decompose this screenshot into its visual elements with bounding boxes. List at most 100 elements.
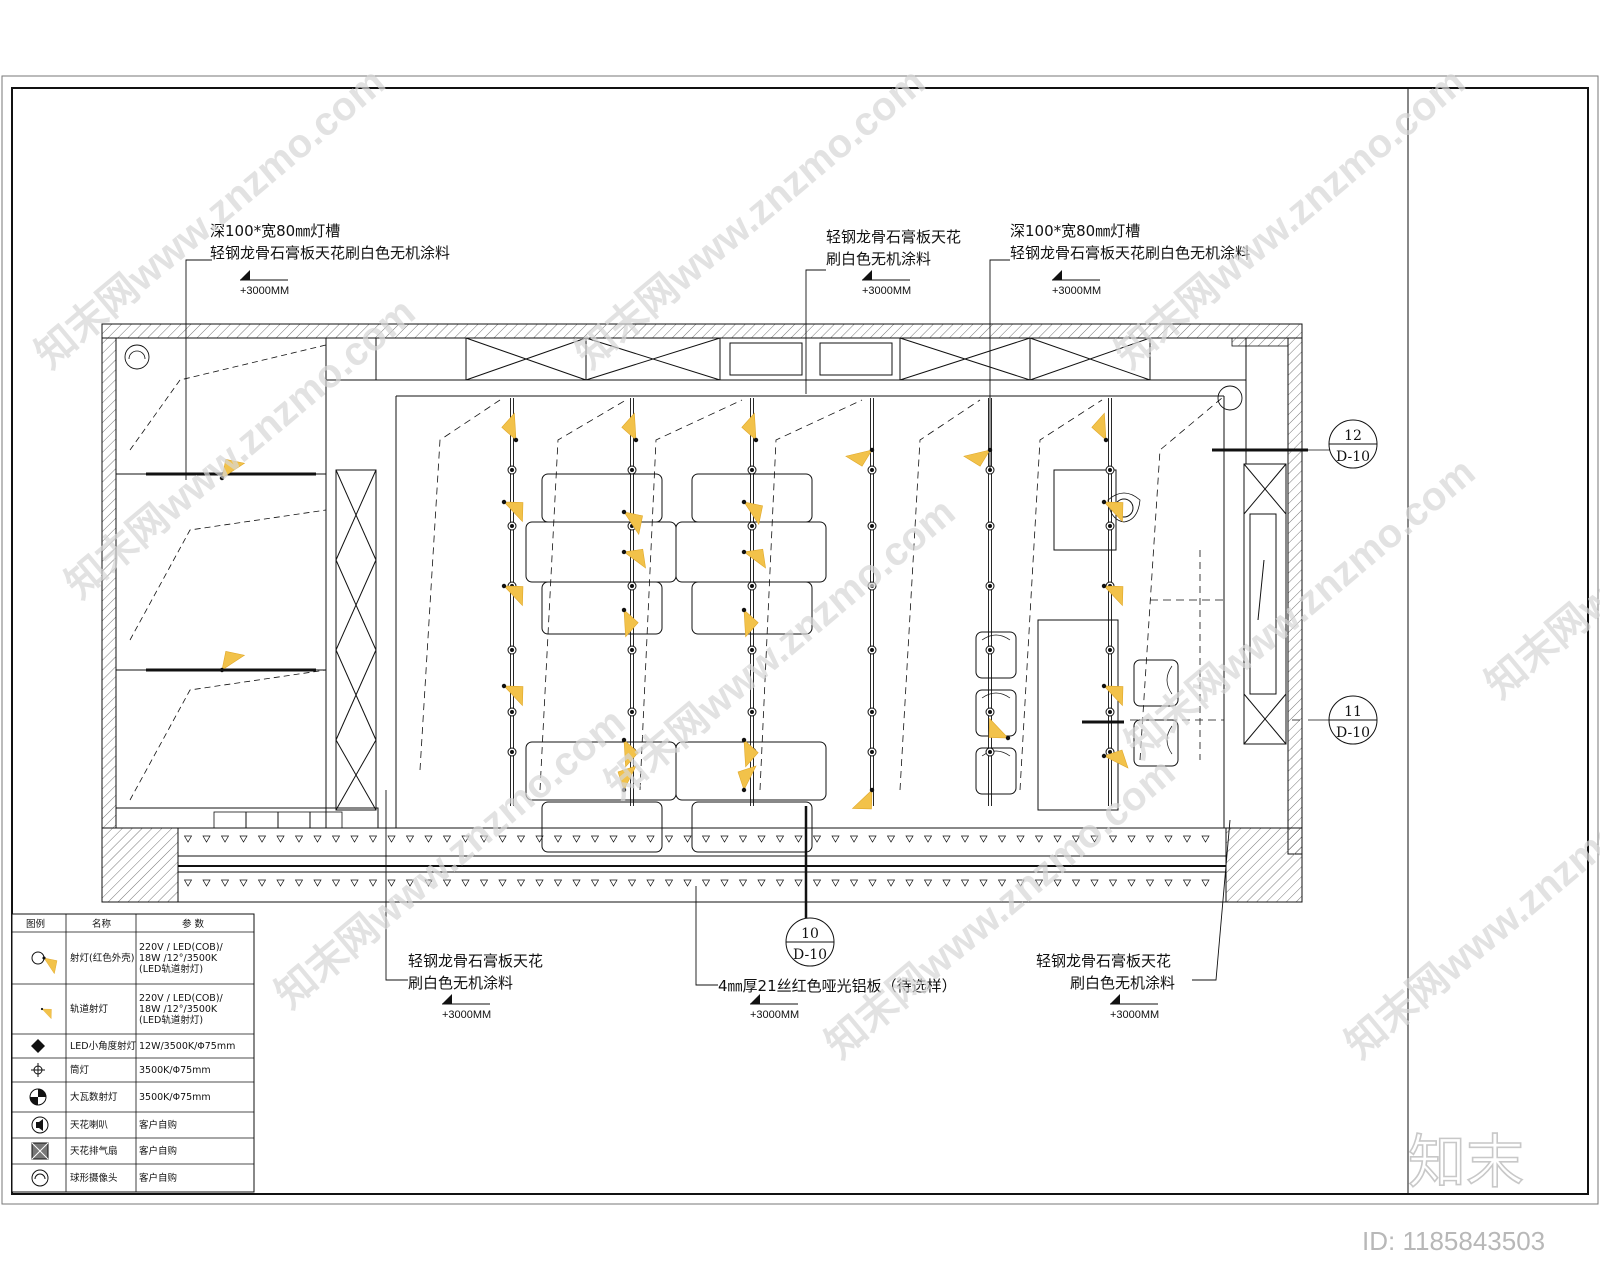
callout-top-right-line2: 轻钢龙骨石膏板天花刷白色无机涂料 [1010,244,1250,262]
rail-node [867,465,877,475]
led-strip-mark [812,835,822,843]
led-strip-mark [350,835,359,843]
top-soffit [375,337,1247,828]
led-strip-mark [794,835,803,843]
led-strip-mark [405,835,415,843]
led-strip-mark [516,879,526,887]
rail-node [867,521,877,531]
legend-row-param: 客户自购 [139,1172,177,1184]
legend-header-params: 参 数 [182,918,205,930]
legend-row-name: 大瓦数射灯 [70,1091,118,1103]
led-strip-mark [202,835,211,843]
led-strip-mark [387,835,396,843]
legend-row-param: 客户自购 [139,1145,177,1157]
legend-row-param: 3500K/Φ75mm [139,1065,211,1076]
track-spotlight-icon [612,604,642,638]
right-partition [1212,448,1330,745]
legend-row-param: 3500K/Φ75mm [139,1092,211,1103]
led-strip-mark [868,879,877,887]
bottom-light-strip [177,827,1227,903]
rail-node [1105,645,1115,655]
rail-node [747,581,757,591]
track-spotlight-icon [619,545,650,569]
legend-header-name: 名称 [92,918,112,930]
led-strip-mark [331,879,341,887]
led-strip-mark [1182,835,1192,843]
led-strip-mark [738,879,748,887]
led-strip-mark [553,835,563,843]
led-strip-mark [1164,879,1173,887]
led-strip-mark [498,835,507,843]
legend-row-param: 18W /12°/3500K [139,953,218,964]
led-strip-mark [590,879,600,887]
rail-node [507,747,517,757]
legend-row-name: 射灯(红色外壳) [70,952,134,964]
section-tag-10-number: 10 [801,926,819,942]
track-spotlight-icon [845,438,879,471]
watermark-text: 知末网www.znzmo.com [1338,750,1600,1067]
leader-lines [185,259,1231,986]
led-strip-mark [405,879,415,887]
led-strip-mark [997,879,1007,887]
callout-top-right-line1: 深100*宽80㎜灯槽 [1010,222,1140,240]
led-strip-mark [757,879,766,887]
led-strip-mark [775,835,785,843]
track-spotlight-icon [735,495,769,525]
watermark-text: 知末网www.znzmo.com [1478,390,1600,707]
led-strip-mark [183,835,193,843]
led-strip-mark [923,879,933,887]
callout-bottom-left-level: +3000MM [442,1009,491,1021]
section-tag-11: 11 D-10 [1328,695,1378,745]
legend-row-name: LED小角度射灯 [70,1040,137,1052]
led-strip-mark [775,879,785,887]
callout-bottom-left-line2: 刷白色无机涂料 [408,974,513,992]
led-strip-mark [812,879,822,887]
led-strip-mark [886,879,896,887]
led-strip-mark [1053,835,1062,843]
led-strip-mark [313,835,322,843]
section-tag-11-sheet: D-10 [1336,725,1370,741]
led-strip-mark [535,835,544,843]
led-strip-mark [368,835,378,843]
led-strip-mark [1182,879,1192,887]
legend-row-param: 客户自购 [139,1119,177,1131]
legend-header-icon: 图例 [26,918,45,930]
rail-node [627,581,637,591]
legend-row-name: 天花喇叭 [70,1119,109,1131]
legend-row-name: 轨道射灯 [70,1003,109,1015]
legend-row-param: 12W/3500K/Φ75mm [139,1041,235,1052]
led-strip-mark [479,835,489,843]
led-strip-mark [1127,835,1136,843]
led-strip-mark [942,879,951,887]
led-strip-mark [572,835,581,843]
sheet-inner-frame [11,87,1589,1195]
led-strip-mark [1071,835,1081,843]
led-strip-mark [202,879,211,887]
callout-top-right-level: +3000MM [1052,285,1101,297]
led-strip-mark [442,879,452,887]
rail-node [507,465,517,475]
callout-bottom-right-level: +3000MM [1110,1009,1159,1021]
walls [101,323,1303,903]
sheet-outer-frame [1,75,1599,1205]
led-strip-mark [442,835,452,843]
led-strip-mark [572,879,581,887]
led-strip-mark [498,879,507,887]
level-marker-icon [240,270,288,281]
section-tag-10: 10 D-10 [785,917,835,967]
rail-node [627,707,637,717]
callout-top-left-level: +3000MM [240,285,289,297]
led-strip-mark [461,835,470,843]
led-strip-mark [294,879,304,887]
legend-row-name: 球形摄像头 [70,1172,118,1184]
track-spotlight-icon [215,645,245,679]
led-strip-mark [849,879,859,887]
track-spotlight-icon [1088,412,1118,446]
section-tag-11-number: 11 [1344,704,1362,720]
led-strip-mark [1108,879,1118,887]
led-strip-mark [1090,835,1099,843]
level-marker-icon [750,994,798,1005]
ceiling-exhaust-fan-icon [31,1142,49,1160]
led-strip-mark [1053,879,1062,887]
led-strip-mark [794,879,803,887]
